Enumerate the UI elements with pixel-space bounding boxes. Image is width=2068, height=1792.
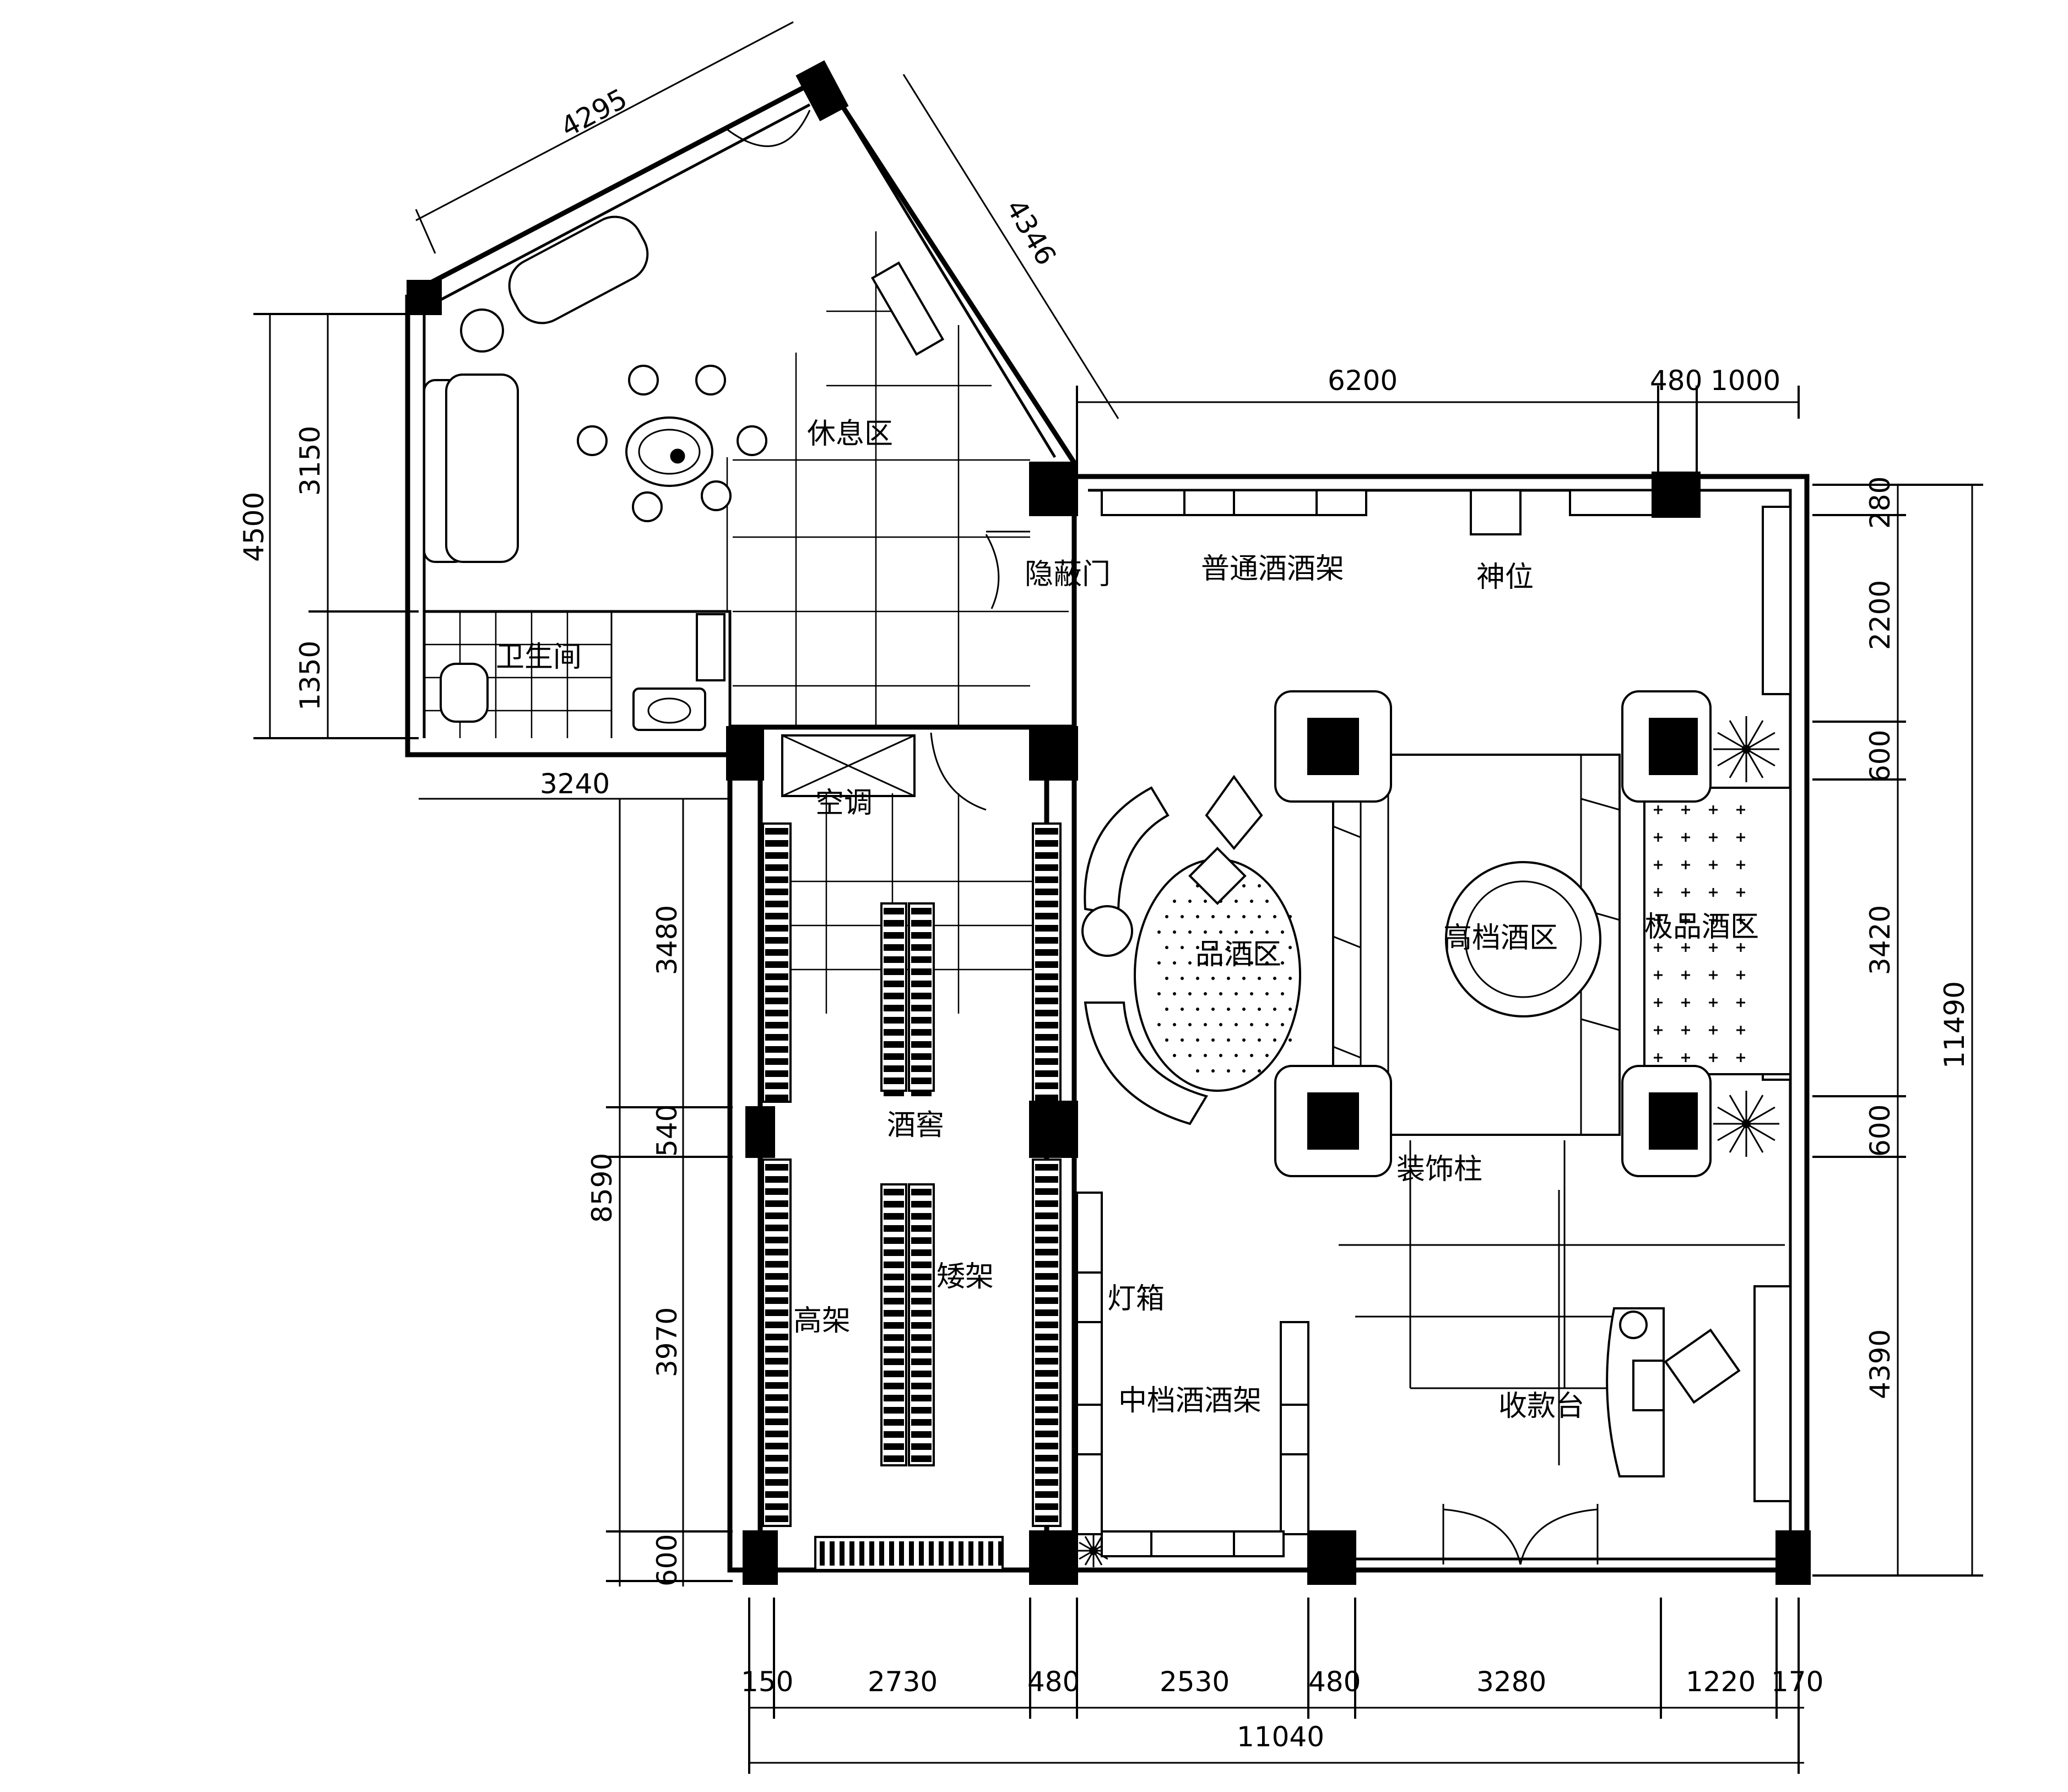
dim-4500: 4500: [238, 492, 270, 562]
label-lightbox: 灯箱: [1107, 1282, 1165, 1315]
column: [1775, 1530, 1811, 1585]
columns: [407, 60, 1811, 1585]
dim-2530: 2530: [1160, 1666, 1230, 1698]
dim-3280: 3280: [1476, 1666, 1546, 1698]
dim-3480: 3480: [651, 905, 683, 975]
dim-1000-top: 1000: [1710, 365, 1780, 397]
main-hall: [1076, 489, 1791, 1567]
column: [1029, 1101, 1078, 1158]
dim-480-top: 480: [1650, 365, 1702, 397]
dim-480-bottom-a: 480: [1027, 1666, 1080, 1698]
label-cellar: 酒窖: [887, 1109, 944, 1142]
column: [1029, 726, 1078, 781]
dim-6200: 6200: [1328, 365, 1398, 397]
column: [795, 60, 849, 122]
dim-150: 150: [741, 1666, 793, 1698]
label-aircon: 空调: [815, 787, 873, 820]
decorative-columns: [1274, 690, 1712, 1177]
column: [1652, 472, 1701, 518]
dim-170: 170: [1771, 1666, 1823, 1698]
column: [1029, 462, 1078, 516]
label-toilet: 卫生间: [496, 641, 582, 674]
top-grade-pattern: [1654, 805, 1745, 1062]
dim-4295: 4295: [555, 83, 632, 144]
plant-icon: [1311, 1534, 1344, 1567]
plant-icon: [1713, 716, 1779, 782]
column: [726, 726, 764, 781]
wine-cellar: [766, 732, 1036, 1014]
room-labels: 休息区 隐蔽门 卫生间 空调 酒窖 高架 矮架 灯箱 中档酒酒架 普通酒酒架 神…: [496, 418, 1759, 1423]
dim-2730: 2730: [868, 1666, 938, 1698]
plant-icon: [1713, 1091, 1779, 1157]
dim-540: 540: [651, 1105, 683, 1157]
dim-600-right-a: 600: [1864, 730, 1896, 782]
wine-rack: [762, 1158, 792, 1527]
dim-8590: 8590: [586, 1153, 618, 1223]
label-regular-rack: 普通酒酒架: [1201, 553, 1344, 586]
label-tall-rack: 高架: [793, 1304, 851, 1338]
dim-4346: 4346: [1000, 194, 1063, 270]
dim-600-left: 600: [651, 1534, 683, 1587]
dim-480-bottom-b: 480: [1308, 1666, 1361, 1698]
label-shrine: 神位: [1476, 561, 1534, 594]
dim-3970: 3970: [651, 1307, 683, 1377]
dim-1350: 1350: [294, 641, 326, 711]
dim-3150: 3150: [294, 426, 326, 496]
dim-1220: 1220: [1686, 1666, 1756, 1698]
label-hidden-door: 隐蔽门: [1025, 558, 1111, 591]
wine-rack: [1032, 1158, 1062, 1527]
plants: [1077, 716, 1779, 1567]
dim-280: 280: [1864, 477, 1896, 529]
dimension-lines: [253, 21, 1983, 1774]
label-top-grade: 极品酒区: [1644, 911, 1759, 944]
label-premium: 高档酒区: [1443, 922, 1558, 955]
dim-2200: 2200: [1864, 580, 1896, 650]
dim-11490: 11490: [1939, 981, 1970, 1069]
column: [1029, 1530, 1078, 1585]
label-cashier: 收款台: [1498, 1390, 1584, 1423]
label-lounge: 休息区: [807, 418, 893, 451]
tasting-table-pattern: [1157, 869, 1292, 1073]
label-deco-column: 装饰柱: [1396, 1153, 1482, 1186]
column: [745, 1106, 775, 1158]
dim-3240: 3240: [540, 768, 610, 800]
toilet-room: [424, 611, 726, 738]
dim-3420: 3420: [1864, 905, 1896, 975]
dim-4390: 4390: [1864, 1329, 1896, 1399]
label-low-rack: 矮架: [936, 1260, 994, 1293]
column: [407, 280, 442, 315]
label-tasting: 品酒区: [1195, 938, 1281, 971]
lounge-area: [423, 110, 1069, 727]
dim-600-right-b: 600: [1864, 1105, 1896, 1157]
column: [743, 1530, 778, 1585]
dim-11040: 11040: [1237, 1721, 1324, 1753]
wine-racks: [762, 822, 1062, 1571]
label-mid-rack: 中档酒酒架: [1118, 1384, 1262, 1417]
